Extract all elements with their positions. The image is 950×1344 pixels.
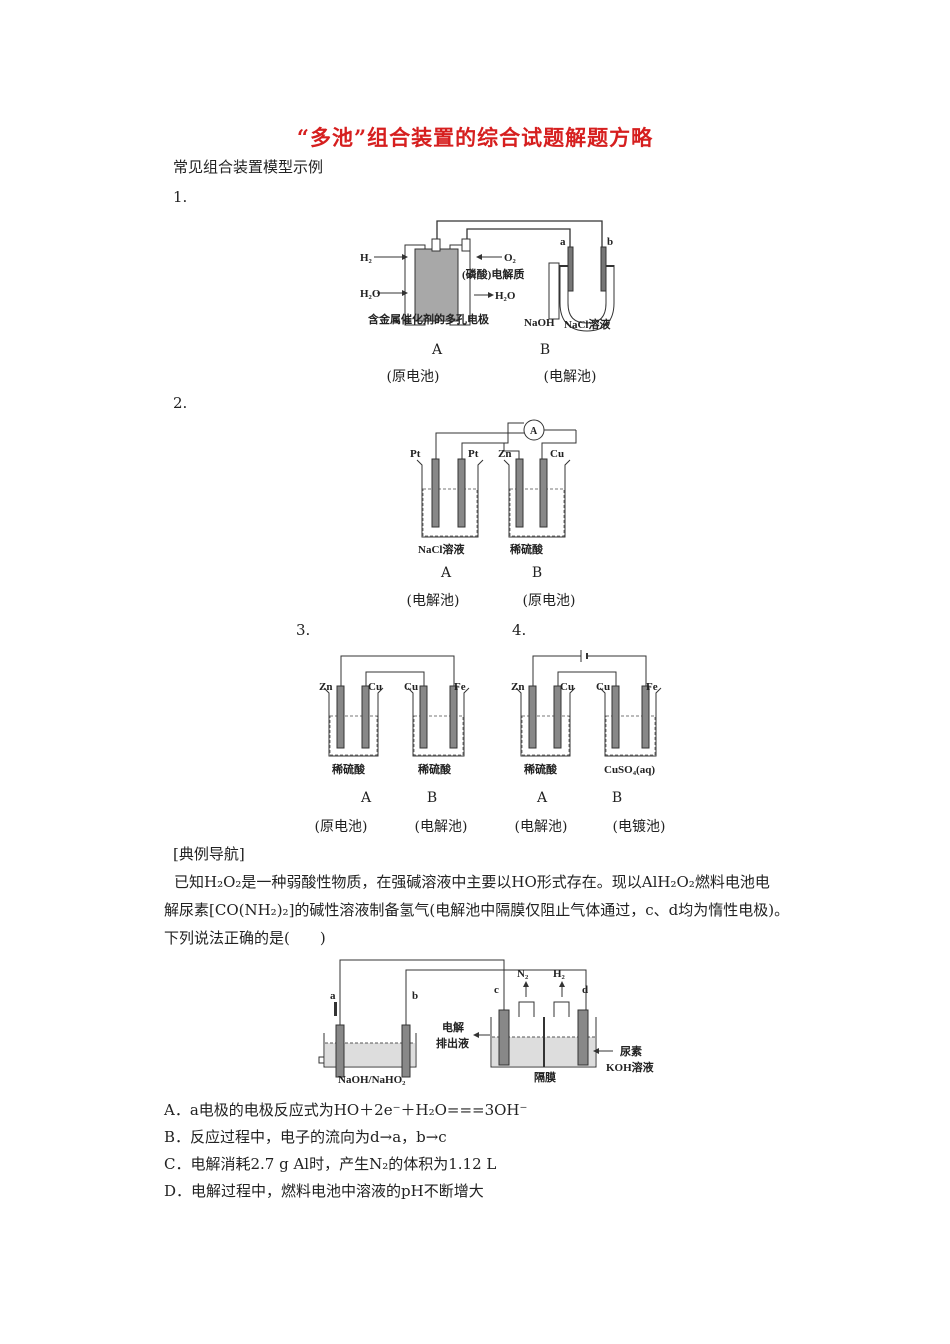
question-text: 已知H₂O₂是一种弱酸性物质，在强碱溶液中主要以HO形式存在。现以AlH₂O₂燃… <box>164 868 804 952</box>
example-number-2: 2. <box>173 394 188 412</box>
caption-2a-letter: A <box>440 565 452 581</box>
urea-label: 尿素 <box>620 1044 642 1058</box>
cu-label: Cu <box>550 448 564 460</box>
diagram-example-4: Zn Cu Cu Fe 稀硫酸 CuSO₄(aq) <box>511 650 662 776</box>
electrode-c-label: c <box>494 984 499 996</box>
question-line-1: 已知H₂O₂是一种弱酸性物质，在强碱溶液中主要以HO形式存在。现以AlH₂O₂燃… <box>174 873 770 891</box>
guide-heading: [典例导航] <box>173 845 245 863</box>
example-number-3: 3. <box>296 621 311 639</box>
electrode-a-label: a <box>330 990 336 1002</box>
section-subtitle: 常见组合装置模型示例 <box>173 158 324 176</box>
zn-label: Zn <box>498 448 511 460</box>
electrode-a-label: a <box>560 236 566 248</box>
diagram-question: a b c d N₂ H₂ 电解 排出液 尿素 KOH溶液 NaOH/NaHO₂… <box>318 959 655 1086</box>
example-number-1: 1. <box>173 188 188 206</box>
electrode-b-label: b <box>607 236 613 248</box>
caption-3b-letter: B <box>426 790 438 806</box>
h2o-out-label: H₂O <box>495 290 516 302</box>
caption-4b-type: (电镀池) <box>612 819 666 835</box>
ammeter-label: A <box>530 426 538 437</box>
acid1-label: 稀硫酸 <box>332 762 366 776</box>
caption-1b-type: (电解池) <box>543 369 597 385</box>
nacl-solution-label: NaCl溶液 <box>418 542 465 556</box>
naoh-label: NaOH <box>524 317 555 329</box>
nacl-label: NaCl溶液 <box>564 317 611 331</box>
fe-label: Fe <box>646 681 658 693</box>
discharge-label-2: 排出液 <box>436 1036 470 1050</box>
h2-label: H₂ <box>360 252 373 264</box>
cuso4-label: CuSO₄(aq) <box>604 764 655 776</box>
caption-3b-type: (电解池) <box>414 819 468 835</box>
electrode-label: 含金属催化剂的多孔电极 <box>367 312 490 326</box>
h2o-in-label: H₂O <box>360 288 381 300</box>
acid-label: 稀硫酸 <box>524 762 558 776</box>
electrode-d-label: d <box>582 984 588 996</box>
option-c: C．电解消耗2.7 g Al时，产生N₂的体积为1.12 L <box>164 1155 497 1173</box>
caption-1b-letter: B <box>539 342 551 358</box>
cu1-label: Cu <box>368 681 382 693</box>
option-b: B．反应过程中，电子的流向为d→a，b→c <box>164 1128 447 1146</box>
caption-3a-letter: A <box>360 790 372 806</box>
electrolyte-label: (磷酸)电解质 <box>462 267 524 281</box>
caption-1a-type: (原电池) <box>386 369 440 385</box>
koh-label: KOH溶液 <box>606 1060 655 1074</box>
diagram-example-3: Zn Cu Cu Fe 稀硫酸 稀硫酸 <box>319 655 470 776</box>
caption-3a-type: (原电池) <box>314 819 368 835</box>
pt1-label: Pt <box>410 448 421 460</box>
cu2-label: Cu <box>404 681 418 693</box>
o2-label: O₂ <box>504 252 517 264</box>
caption-2b-type: (原电池) <box>522 593 576 609</box>
h2-label: H₂ <box>553 968 566 980</box>
acid-label: 稀硫酸 <box>510 542 544 556</box>
pt2-label: Pt <box>468 448 479 460</box>
option-a: A．a电极的电极反应式为HO＋2e⁻＋H₂O===3OH⁻ <box>164 1101 528 1119</box>
caption-2b-letter: B <box>531 565 543 581</box>
page-title: “多池”组合装置的综合试题解题方略 <box>296 125 654 150</box>
membrane-label: 隔膜 <box>534 1070 556 1084</box>
n2-label: N₂ <box>517 968 529 980</box>
example-number-4: 4. <box>512 621 527 639</box>
question-line-3: 下列说法正确的是( ) <box>164 929 326 947</box>
caption-4b-letter: B <box>611 790 623 806</box>
acid2-label: 稀硫酸 <box>418 762 452 776</box>
electrode-b-label: b <box>412 990 418 1002</box>
discharge-label-1: 电解 <box>442 1020 464 1034</box>
zn-label: Zn <box>511 681 524 693</box>
question-line-2: 解尿素[CO(NH₂)₂]的碱性溶液制备氢气(电解池中隔膜仅阻止气体通过，c、d… <box>164 901 790 919</box>
caption-2a-type: (电解池) <box>406 593 460 609</box>
diagram-electrolysis-galvanic: A Pt Pt Zn Cu NaCl溶液 稀硫酸 <box>410 419 577 556</box>
cu2-label: Cu <box>596 681 610 693</box>
caption-4a-type: (电解池) <box>514 819 568 835</box>
cu1-label: Cu <box>560 681 574 693</box>
fe-label: Fe <box>454 681 466 693</box>
naoh-label: NaOH/NaHO₂ <box>338 1074 406 1086</box>
caption-4a-letter: A <box>536 790 548 806</box>
caption-1a-letter: A <box>431 342 443 358</box>
diagram-fuel-cell-electrolysis: H₂ O₂ H₂O H₂O (磷酸)电解质 含金属催化剂的多孔电极 a b Na… <box>360 220 615 332</box>
option-d: D．电解过程中，燃料电池中溶液的pH不断增大 <box>164 1182 484 1200</box>
zn-label: Zn <box>319 681 332 693</box>
